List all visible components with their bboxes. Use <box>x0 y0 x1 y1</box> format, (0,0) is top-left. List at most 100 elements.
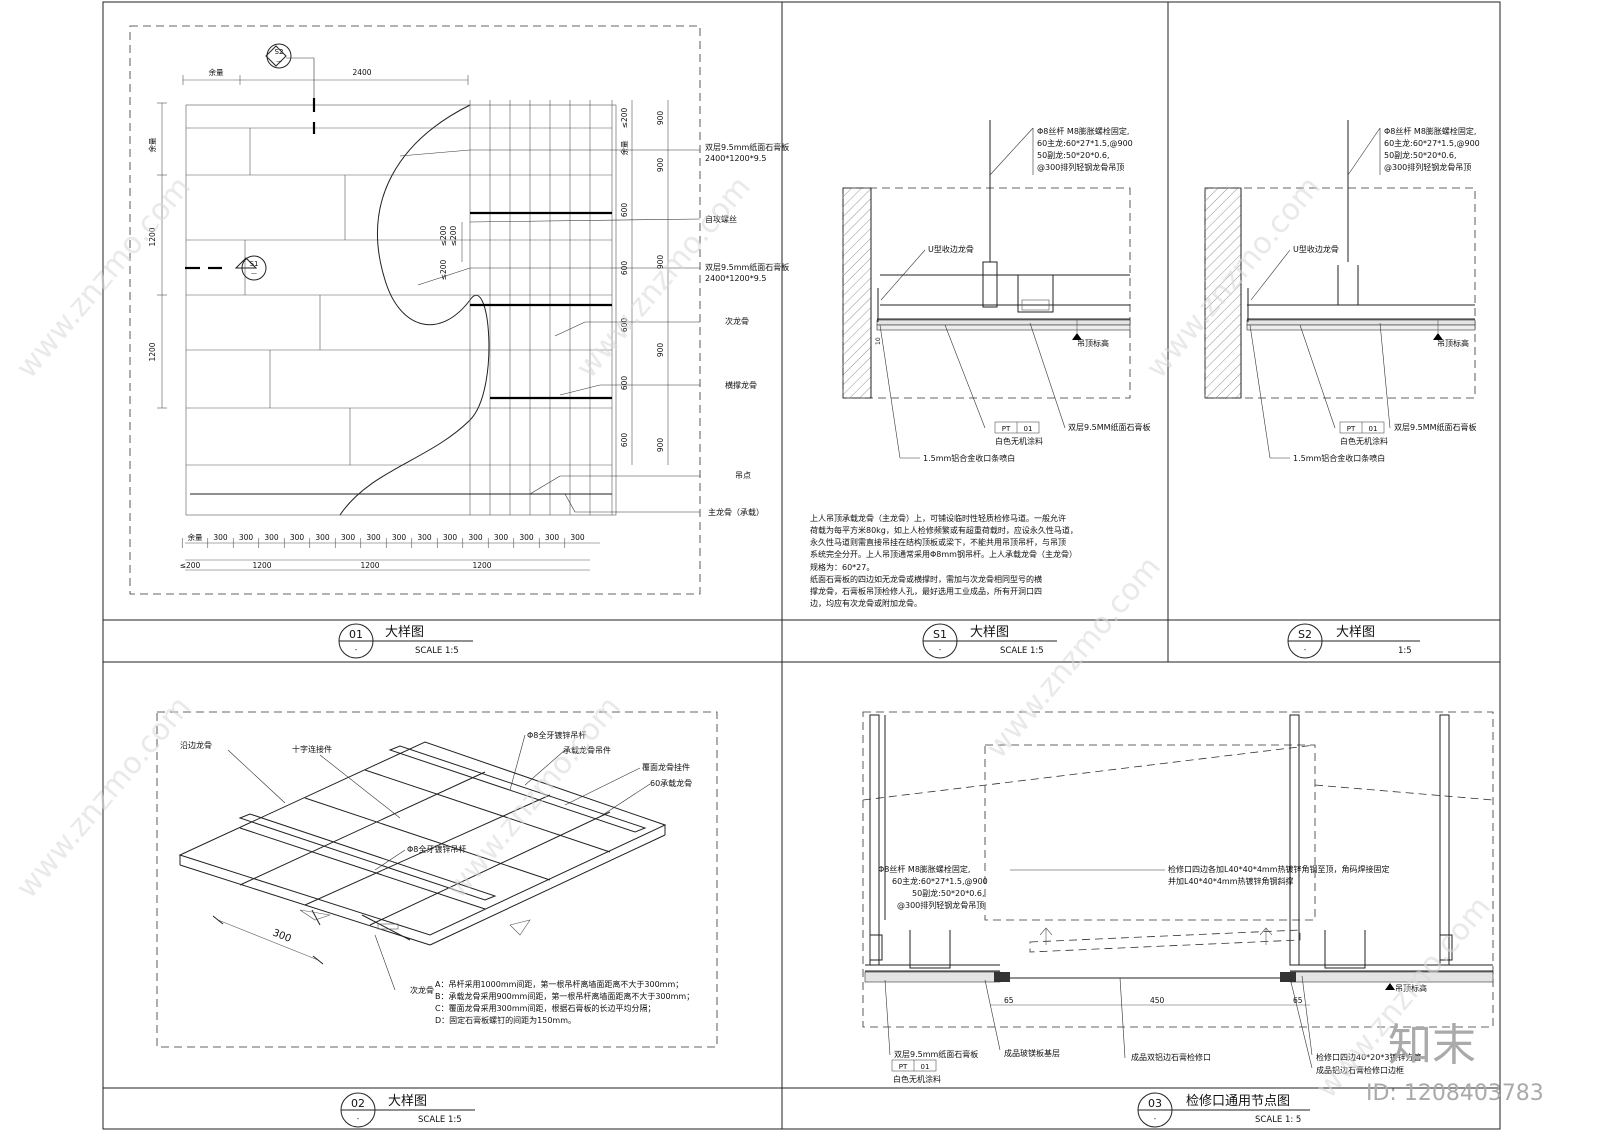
bottom-dim-label: 300 <box>239 533 254 542</box>
s2-ceiling-level: 吊顶标高 <box>1437 338 1469 348</box>
panel-s2-title-text: 大样图 <box>1336 625 1375 640</box>
s1-note-3: 系统完全分开。上人吊顶通常采用Φ8mm钢吊杆。上人承载龙骨（主龙骨） <box>810 549 1077 559</box>
section-mark-s2-sub: — <box>276 58 282 65</box>
bottom-dim-label: 300 <box>545 533 560 542</box>
inner-dim-2: ≤200 <box>439 259 448 280</box>
top-dimensions: 余量 2400 <box>182 67 469 85</box>
label-board-1-line1: 双层9.5mm纸面石膏板 <box>705 142 789 152</box>
panel-s1-title: S1 - 大样图 SCALE 1:5 <box>922 623 1057 659</box>
break-line <box>339 104 490 516</box>
inner-dim-0: ≤200 <box>439 225 448 246</box>
p3-board: 双层9.5mm纸面石膏板 <box>894 1049 978 1059</box>
panel-01-title-text: 大样图 <box>385 625 424 640</box>
panel-02-notes: A：吊杆采用1000mm间距，第一根吊杆离墙面距离不大于300mm； B：承载龙… <box>435 979 694 1025</box>
iso-label-hanger: 承载龙骨吊件 <box>563 745 611 755</box>
panel-03-scale: SCALE 1: 5 <box>1255 1115 1301 1125</box>
s2-labels: Φ8丝杆 M8膨胀螺栓固定, 60主龙:60*27*1.5,@900 50副龙:… <box>1249 126 1480 463</box>
label-board-1-line2: 2400*1200*9.5 <box>705 154 766 163</box>
p3-dim-2: 65 <box>1293 996 1303 1005</box>
bottom-dim-label: 300 <box>519 533 534 542</box>
watermark-4: www.znzmo.com <box>9 690 198 905</box>
panel-s2-bubble-sub: - <box>1304 646 1307 654</box>
section-mark-s1-num: S1 <box>250 260 259 268</box>
left-dim-1200-a: 1200 <box>148 227 157 246</box>
panel-s1-bubble-sub: - <box>939 646 942 654</box>
left-dimensions: 余量 1200 1200 <box>147 102 167 409</box>
right-dim-s5: 600 <box>620 376 629 391</box>
right-dimensions: ≤200 余量 600 600 600 600 600 900 900 900 … <box>619 100 669 465</box>
p3-ceiling-level: 吊顶标高 <box>1395 983 1427 993</box>
s1-note-5: 纸面石膏板的四边如无龙骨或横撑时，需加与次龙骨相同型号的横 <box>810 574 1042 584</box>
bottom-dim-row2-label: ≤200 <box>180 561 201 570</box>
bottom-dim-label: 300 <box>366 533 381 542</box>
bottom-dim-row2-label: 1200 <box>360 561 379 570</box>
id-label: ID: 1208403783 <box>1366 1081 1544 1106</box>
iso-dimension: 300 <box>212 915 324 965</box>
panel-s1-bubble-num: S1 <box>933 628 947 641</box>
bottom-dim-label: 300 <box>468 533 483 542</box>
inner-dim-1: ≤200 <box>449 225 458 246</box>
right-dim-l2: 900 <box>656 343 665 358</box>
bottom-dim-label: 300 <box>315 533 330 542</box>
panel-02-detail: 沿边龙骨 十字连接件 Φ8全牙镀锌吊杆 承载龙骨吊件 覆面龙骨挂件 60承载龙骨… <box>156 711 718 1128</box>
s1-u-keel: U型收边龙骨 <box>928 244 974 254</box>
watermark-5: www.znzmo.com <box>439 690 628 905</box>
p3-rod-note-3: @300排列轻钢龙骨吊顶 <box>897 900 984 910</box>
bottom-dim-label: 300 <box>290 533 305 542</box>
watermark-layer: www.znzmo.com www.znzmo.com www.znzmo.co… <box>9 170 1543 1106</box>
s1-labels: Φ8丝杆 M8膨胀螺栓固定, 60主龙:60*27*1.5,@900 50副龙:… <box>875 126 1151 463</box>
panel-03-bubble-sub: - <box>1154 1115 1157 1123</box>
s2-board: 双层9.5MM纸面石膏板 <box>1394 422 1477 432</box>
s2-u-keel: U型收边龙骨 <box>1293 244 1339 254</box>
s1-note-1: 荷载为每平方米80kg，如上人检修频繁或有超重荷载时，应设永久性马道， <box>810 525 1078 535</box>
bottom-dim-label: 300 <box>417 533 432 542</box>
s1-pt-code: PT <box>1002 425 1011 433</box>
s2-rod-note-2: 50副龙:50*20*0.6, <box>1384 150 1457 160</box>
panel-02-title: 02 - 大样图 SCALE 1:5 <box>340 1092 475 1128</box>
inner-dimensions: ≤200 ≤200 ≤200 <box>439 222 463 280</box>
panel-02-bubble-num: 02 <box>351 1097 365 1110</box>
p3-rod-note-2: 50副龙:50*20*0.6, <box>912 888 985 898</box>
p3-pt-num: 01 <box>921 1063 930 1071</box>
label-board-2-line2: 2400*1200*9.5 <box>705 274 766 283</box>
p3-frame-note-1: 并加L40*40*4mm热镀锌角钢斜撑 <box>1168 876 1294 886</box>
bottom-dim-label: 300 <box>494 533 509 542</box>
s2-rod-note-1: 60主龙:60*27*1.5,@900 <box>1384 138 1480 148</box>
right-dim-s2: 600 <box>620 203 629 218</box>
s1-note-4: 规格为：60*27。 <box>810 562 874 572</box>
top-dim-allowance: 余量 <box>209 67 224 77</box>
left-dim-allowance: 余量 <box>147 137 157 152</box>
s1-trim: 1.5mm铝合金收口条喷白 <box>923 453 1015 463</box>
p3-coating: 白色无机涂料 <box>893 1074 941 1084</box>
s1-rod-note-0: Φ8丝杆 M8膨胀螺栓固定, <box>1037 126 1129 136</box>
iso-note-d: D：固定石膏板螺钉的间距为150mm。 <box>435 1015 576 1025</box>
panel-s2-bubble-num: S2 <box>1298 628 1312 641</box>
iso-note-c: C：覆面龙骨采用300mm间距，根据石膏板的长边平均分隔； <box>435 1003 655 1013</box>
p3-rod-note-1: 60主龙:60*27*1.5,@900 <box>892 876 988 886</box>
s1-note-2: 永久性马道则需直接吊挂在结构顶板或梁下，不能共用吊顶吊杆，与吊顶 <box>810 537 1066 547</box>
hatch-drawing <box>862 711 1494 1028</box>
iso-label-edge-keel: 沿边龙骨 <box>180 740 212 750</box>
p3-dim-1: 450 <box>1150 996 1165 1005</box>
label-hanging-point: 吊点 <box>735 471 751 480</box>
p3-hatch: 成品双铝边石膏检修口 <box>1131 1052 1211 1062</box>
brand-logo: 知末 <box>1388 1020 1476 1071</box>
p3-frame2: 成品铝边石膏检修口边框 <box>1316 1065 1404 1075</box>
s1-rod-note-1: 60主龙:60*27*1.5,@900 <box>1037 138 1133 148</box>
section-mark-s1: S1 — <box>234 255 267 281</box>
p3-pt-code: PT <box>899 1063 908 1071</box>
p3-frame1: 检修口四边40*20*3镀锌方管 <box>1316 1052 1421 1062</box>
gypsum-board-grid <box>185 104 617 516</box>
s2-pt-num: 01 <box>1369 425 1378 433</box>
panel-s1-scale: SCALE 1:5 <box>1000 646 1044 656</box>
p3-rod-note-0: Φ8丝杆 M8膨胀螺栓固定, <box>878 864 970 874</box>
s1-coating: 白色无机涂料 <box>995 436 1043 446</box>
s1-board: 双层9.5MM纸面石膏板 <box>1068 422 1151 432</box>
right-dim-l3: 900 <box>656 438 665 453</box>
p3-frame-note-0: 检修口四边各加L40*40*4mm热镀锌角钢至顶，角码焊接固定 <box>1168 864 1390 874</box>
label-self-tapping-screw: 自攻螺丝 <box>705 214 737 224</box>
right-dim-s1: 余量 <box>619 140 629 155</box>
watermark-1: www.znzmo.com <box>9 170 198 385</box>
